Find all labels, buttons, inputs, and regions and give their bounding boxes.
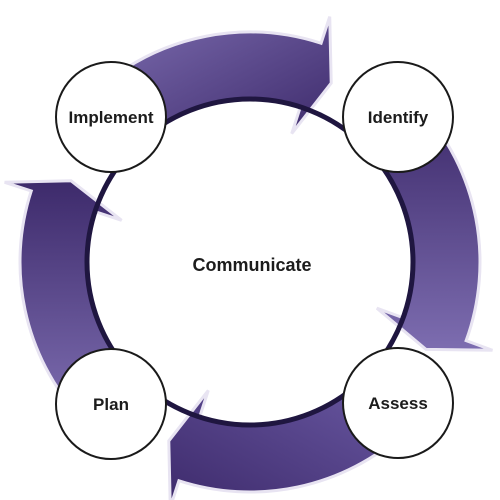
step-node-implement: Implement <box>55 61 167 173</box>
step-label: Plan <box>93 395 129 414</box>
step-label: Implement <box>68 108 153 127</box>
inner-ring-border <box>84 96 416 428</box>
step-node-identify: Identify <box>342 61 454 173</box>
step-node-plan: Plan <box>55 348 167 460</box>
step-label: Identify <box>368 108 429 127</box>
center-label: Communicate <box>192 255 311 275</box>
step-node-assess: Assess <box>342 347 454 459</box>
step-label: Assess <box>368 394 428 413</box>
